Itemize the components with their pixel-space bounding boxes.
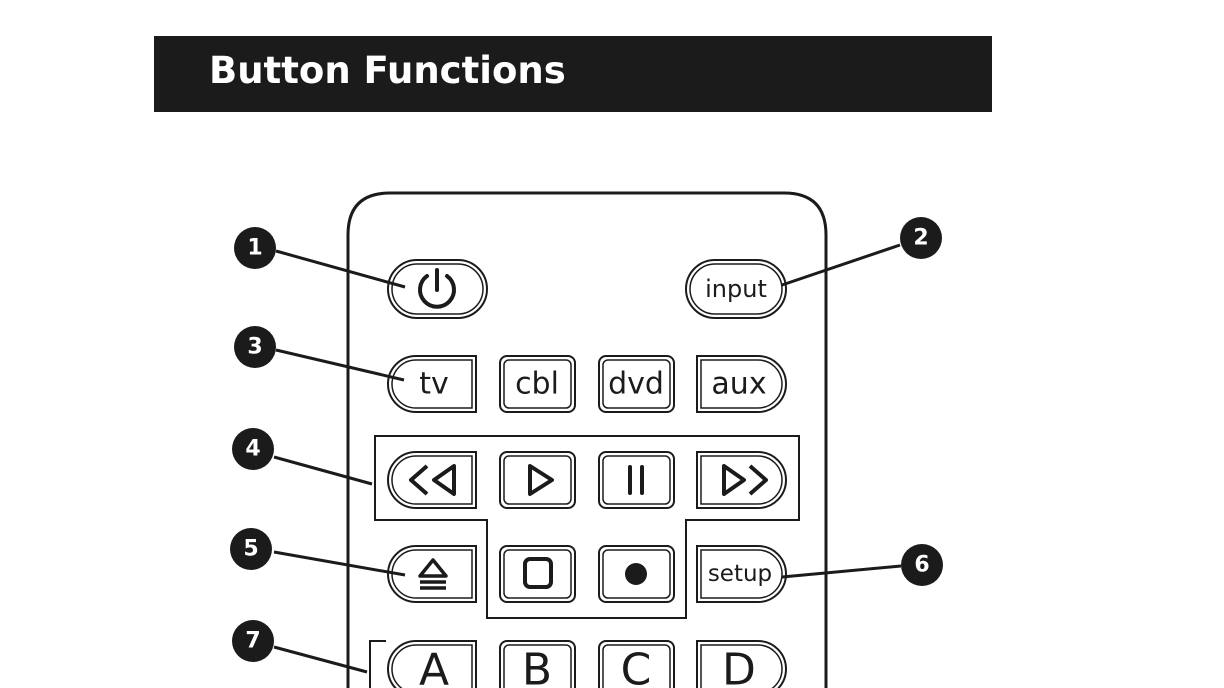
rewind-icon bbox=[409, 464, 456, 496]
record-icon bbox=[625, 563, 647, 585]
transport-group-bracket bbox=[374, 435, 800, 619]
pause-button[interactable] bbox=[598, 451, 675, 509]
c-label: C bbox=[621, 645, 652, 688]
cbl-label: cbl bbox=[515, 367, 559, 402]
letter-group-bracket bbox=[369, 640, 386, 688]
callout-7: 7 bbox=[232, 620, 274, 662]
callout-6-number: 6 bbox=[914, 553, 929, 578]
callout-3-number: 3 bbox=[247, 335, 262, 360]
remote-body-outline bbox=[346, 191, 828, 688]
input-label: input bbox=[705, 275, 767, 303]
leader-5 bbox=[273, 550, 406, 577]
callout-4: 4 bbox=[232, 428, 274, 470]
callout-6: 6 bbox=[901, 544, 943, 586]
callout-2: 2 bbox=[900, 217, 942, 259]
leader-1 bbox=[275, 249, 406, 289]
b-label: B bbox=[522, 645, 552, 688]
callout-4-number: 4 bbox=[245, 437, 260, 462]
stop-button[interactable] bbox=[499, 545, 576, 603]
play-icon bbox=[528, 464, 554, 496]
cbl-button[interactable]: cbl bbox=[499, 355, 576, 413]
callout-7-number: 7 bbox=[245, 629, 260, 654]
callout-1: 1 bbox=[234, 227, 276, 269]
leader-3 bbox=[275, 348, 405, 382]
aux-label: aux bbox=[711, 367, 766, 402]
power-icon bbox=[418, 268, 456, 309]
pause-icon bbox=[628, 465, 644, 495]
callout-1-number: 1 bbox=[247, 236, 262, 261]
d-label: D bbox=[722, 645, 756, 688]
fast-forward-icon bbox=[722, 464, 768, 496]
aux-button[interactable]: aux bbox=[696, 355, 787, 413]
tv-label: tv bbox=[419, 367, 449, 402]
dvd-label: dvd bbox=[608, 367, 664, 402]
callout-3: 3 bbox=[234, 326, 276, 368]
section-title: Button Functions bbox=[209, 49, 566, 92]
eject-button[interactable] bbox=[387, 545, 477, 603]
fast-forward-button[interactable] bbox=[696, 451, 787, 509]
leader-2 bbox=[781, 243, 901, 287]
b-button[interactable]: B bbox=[499, 640, 576, 688]
c-button[interactable]: C bbox=[598, 640, 675, 688]
leader-6 bbox=[781, 564, 902, 579]
play-button[interactable] bbox=[499, 451, 576, 509]
stop-icon bbox=[523, 557, 553, 589]
callout-5-number: 5 bbox=[243, 537, 258, 562]
record-button[interactable] bbox=[598, 545, 675, 603]
section-header: Button Functions bbox=[154, 36, 992, 112]
power-button[interactable] bbox=[387, 259, 488, 319]
leader-7 bbox=[273, 645, 368, 674]
d-button[interactable]: D bbox=[696, 640, 787, 688]
a-button[interactable]: A bbox=[387, 640, 477, 688]
callout-2-number: 2 bbox=[913, 226, 928, 251]
callout-leaders bbox=[273, 243, 902, 674]
rewind-button[interactable] bbox=[387, 451, 477, 509]
tv-button[interactable]: tv bbox=[387, 355, 477, 413]
callout-5: 5 bbox=[230, 528, 272, 570]
dvd-button[interactable]: dvd bbox=[598, 355, 675, 413]
a-label: A bbox=[419, 645, 449, 688]
eject-icon bbox=[418, 558, 448, 590]
leader-4 bbox=[273, 455, 373, 486]
input-button[interactable]: input bbox=[685, 259, 787, 319]
setup-button[interactable]: setup bbox=[696, 545, 787, 603]
setup-label: setup bbox=[708, 561, 772, 587]
